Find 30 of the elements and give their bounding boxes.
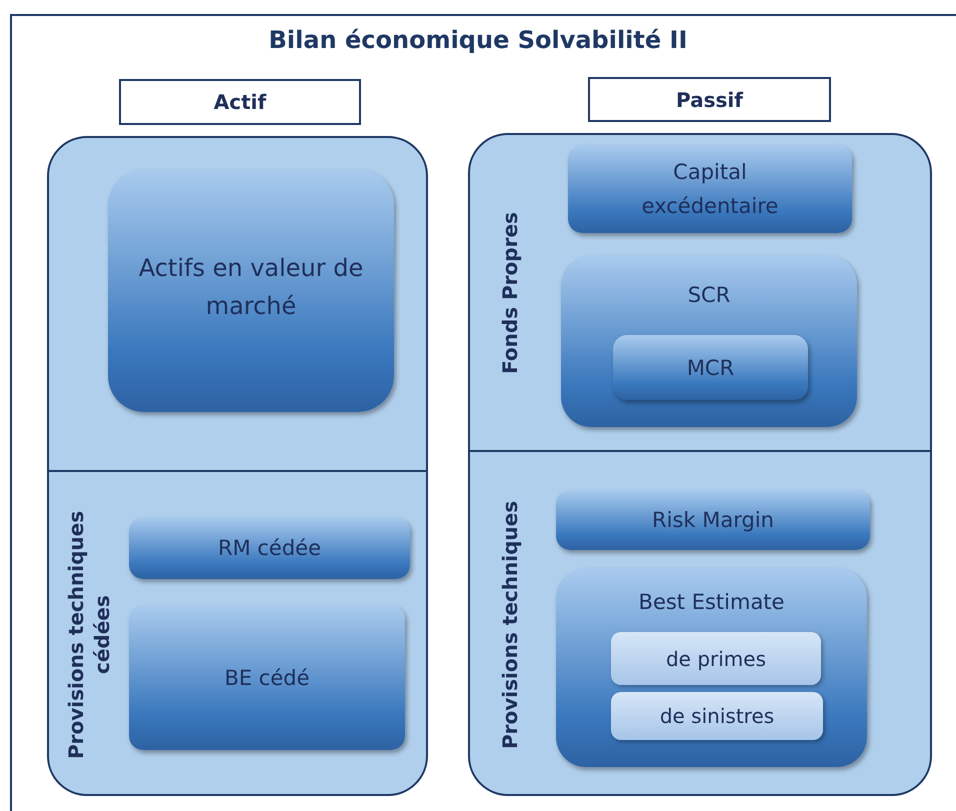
block-label: de primes: [666, 646, 766, 670]
block-label: Best Estimate: [638, 590, 784, 614]
balance-panel: [47, 136, 428, 796]
block-label: de sinistres: [660, 704, 774, 728]
sub-item-block: [611, 632, 821, 685]
column-header: [119, 79, 361, 125]
item-block: [556, 490, 870, 550]
block-label: Risk Margin: [652, 508, 774, 532]
diagram-title: Bilan économique Solvabilité II: [268, 26, 688, 54]
block-label: Capital excédentaire: [640, 159, 780, 220]
item-block: [129, 517, 410, 579]
section-label: Provisions techniques: [497, 500, 523, 752]
block-label: RM cédée: [218, 536, 322, 560]
block-label: Actif: [214, 90, 266, 114]
group-block: [556, 568, 867, 767]
group-block: [561, 255, 857, 427]
section-label: Provisions techniques cédées: [63, 510, 115, 762]
block-label: SCR: [688, 283, 730, 307]
section-label: Fonds Propres: [497, 212, 523, 376]
block-label: MCR: [686, 356, 734, 380]
block-label: BE cédé: [224, 666, 310, 690]
asset-block: [108, 169, 394, 412]
item-block: [129, 605, 405, 750]
balance-panel: [468, 133, 932, 796]
sub-item-block: [611, 692, 823, 740]
item-block: [568, 145, 852, 233]
block-label: Passif: [676, 88, 743, 112]
item-block: [613, 335, 808, 400]
column-header: [588, 77, 831, 122]
block-label: Actifs en valeur de marché: [138, 253, 364, 322]
